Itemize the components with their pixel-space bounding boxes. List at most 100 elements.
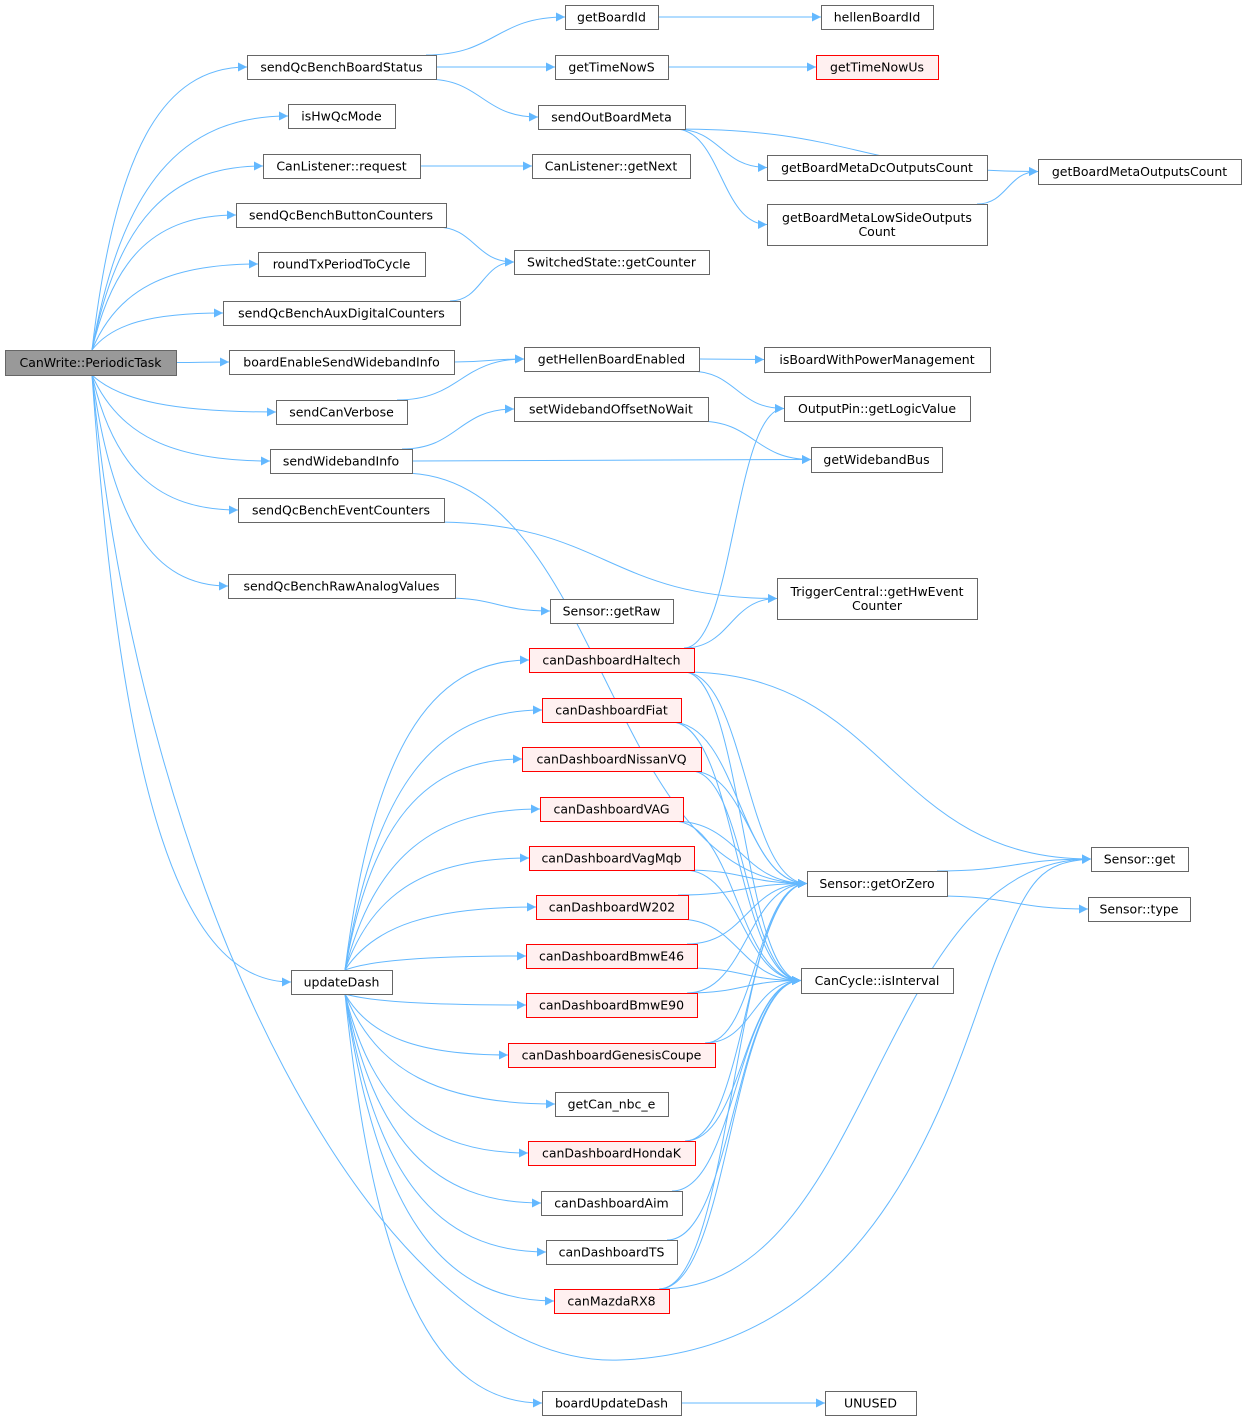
node-canListenerRequest[interactable]: CanListener::request	[263, 154, 421, 179]
edge-root-to-roundTxPeriodToCycle	[91, 259, 259, 351]
edge-sensorGetOrZero-to-sensorGet	[936, 854, 1092, 872]
node-canDashboardHondaK[interactable]: canDashboardHondaK	[528, 1141, 696, 1166]
node-label: sendQcBenchBoardStatus	[260, 60, 422, 75]
edge-canDashboardBmwE46-to-sensorGetOrZero	[686, 879, 808, 945]
node-label: isHwQcMode	[301, 109, 382, 124]
node-isHwQcMode[interactable]: isHwQcMode	[288, 104, 396, 129]
node-box	[528, 1141, 696, 1166]
node-isBoardWithPowerManagement[interactable]: isBoardWithPowerManagement	[764, 347, 991, 373]
node-sensorGetOrZero[interactable]: Sensor::getOrZero	[807, 871, 948, 897]
node-canDashboardBmwE90[interactable]: canDashboardBmwE90	[526, 993, 698, 1018]
node-label: CanListener::request	[276, 159, 406, 174]
node-canDashboardVagMqb[interactable]: canDashboardVagMqb	[529, 846, 695, 871]
node-canDashboardNissanVQ[interactable]: canDashboardNissanVQ	[522, 747, 702, 772]
node-getBoardMetaOutputsCount[interactable]: getBoardMetaOutputsCount	[1038, 159, 1242, 185]
node-sendQcBenchEventCounters[interactable]: sendQcBenchEventCounters	[238, 498, 445, 523]
node-label: Sensor::type	[1100, 902, 1179, 917]
node-getWidebandBus[interactable]: getWidebandBus	[811, 447, 943, 473]
node-label: CanWrite::PeriodicTask	[19, 355, 162, 370]
node-canDashboardVAG[interactable]: canDashboardVAG	[540, 797, 684, 822]
edge-updateDash-to-canDashboardHondaK	[344, 993, 529, 1158]
node-canDashboardFiat[interactable]: canDashboardFiat	[542, 698, 682, 723]
node-label: Count	[858, 224, 895, 239]
node-canDashboardHaltech[interactable]: canDashboardHaltech	[529, 648, 695, 673]
node-getTimeNowUs[interactable]: getTimeNowUs	[816, 55, 939, 80]
edge-canDashboardBmwE90-to-canCycleIsInterval	[686, 976, 802, 994]
node-outputPinGetLogicValue[interactable]: OutputPin::getLogicValue	[784, 396, 971, 422]
node-getBoardId[interactable]: getBoardId	[565, 5, 659, 30]
edge-canDashboardVAG-to-canCycleIsInterval	[672, 820, 802, 985]
node-box	[236, 203, 447, 228]
node-label: Sensor::getOrZero	[819, 876, 934, 891]
node-updateDash[interactable]: updateDash	[291, 970, 393, 995]
node-label: canMazdaRX8	[567, 1294, 655, 1309]
node-sendWidebandInfo[interactable]: sendWidebandInfo	[270, 449, 413, 474]
node-label: CanListener::getNext	[545, 159, 678, 174]
node-label: sendCanVerbose	[289, 405, 394, 420]
node-getTimeNowS[interactable]: getTimeNowS	[555, 55, 669, 80]
node-box	[238, 498, 445, 523]
node-label: getTimeNowUs	[830, 60, 924, 75]
edge-canDashboardGenesisCoupe-to-canCycleIsInterval	[704, 976, 802, 1044]
node-getBoardMetaDcOutputsCount[interactable]: getBoardMetaDcOutputsCount	[767, 155, 988, 181]
node-sendQcBenchAuxDigitalCounters[interactable]: sendQcBenchAuxDigitalCounters	[223, 301, 461, 326]
node-roundTxPeriodToCycle[interactable]: roundTxPeriodToCycle	[258, 252, 426, 277]
node-box	[1088, 897, 1191, 922]
node-label: getBoardMetaOutputsCount	[1052, 164, 1227, 179]
node-sensorGet[interactable]: Sensor::get	[1091, 847, 1189, 872]
node-unused[interactable]: UNUSED	[825, 1391, 917, 1416]
node-canDashboardW202[interactable]: canDashboardW202	[536, 895, 689, 920]
node-sendOutBoardMeta[interactable]: sendOutBoardMeta	[538, 105, 686, 130]
node-canDashboardBmwE46[interactable]: canDashboardBmwE46	[526, 944, 698, 969]
edge-updateDash-to-canMazdaRX8	[344, 993, 555, 1306]
node-canMazdaRX8[interactable]: canMazdaRX8	[554, 1289, 670, 1314]
node-root[interactable]: CanWrite::PeriodicTask	[5, 350, 177, 376]
edge-sendWidebandInfo-to-setWidebandOffsetNoWait	[401, 404, 515, 450]
node-sendQcBenchBoardStatus[interactable]: sendQcBenchBoardStatus	[247, 55, 437, 80]
edge-canDashboardW202-to-canCycleIsInterval	[677, 918, 802, 985]
node-sendCanVerbose[interactable]: sendCanVerbose	[276, 400, 408, 425]
node-canListenerGetNext[interactable]: CanListener::getNext	[532, 154, 691, 179]
node-box	[538, 105, 686, 130]
edge-canDashboardHaltech-to-canCycleIsInterval	[683, 671, 802, 985]
node-label: canDashboardW202	[549, 900, 676, 915]
node-hellenBoardId[interactable]: hellenBoardId	[821, 5, 934, 30]
node-sendQcBenchRawAnalogValues[interactable]: sendQcBenchRawAnalogValues	[228, 574, 456, 599]
node-label: canDashboardHondaK	[542, 1146, 682, 1161]
node-getHellenBoardEnabled[interactable]: getHellenBoardEnabled	[524, 347, 700, 372]
node-label: getHellenBoardEnabled	[538, 352, 685, 367]
node-label: Sensor::get	[1104, 852, 1176, 867]
node-boardUpdateDash[interactable]: boardUpdateDash	[542, 1391, 682, 1416]
node-box	[276, 400, 408, 425]
node-box	[816, 55, 939, 80]
edge-updateDash-to-canDashboardBmwE90	[344, 993, 527, 1010]
node-box	[229, 350, 455, 375]
node-setWidebandOffsetNoWait[interactable]: setWidebandOffsetNoWait	[514, 397, 709, 422]
node-box	[5, 350, 177, 376]
node-sendQcBenchButtonCounters[interactable]: sendQcBenchButtonCounters	[236, 203, 447, 228]
node-canDashboardGenesisCoupe[interactable]: canDashboardGenesisCoupe	[508, 1043, 716, 1068]
node-label: roundTxPeriodToCycle	[273, 257, 411, 272]
node-box	[270, 449, 413, 474]
node-canDashboardTS[interactable]: canDashboardTS	[546, 1240, 678, 1265]
node-canDashboardAim[interactable]: canDashboardAim	[541, 1191, 683, 1216]
node-box	[536, 895, 689, 920]
node-boardEnableSendWidebandInfo[interactable]: boardEnableSendWidebandInfo	[229, 350, 455, 375]
node-getCanNbcE[interactable]: getCan_nbc_e	[555, 1092, 669, 1117]
node-sensorGetRaw[interactable]: Sensor::getRaw	[550, 599, 674, 624]
edge-sendOutBoardMeta-to-getBoardMetaLowSideOutputsCount	[674, 128, 768, 229]
edge-root-to-sendQcBenchAuxDigitalCounters	[91, 308, 224, 351]
edge-canDashboardHaltech-to-outputPinGetLogicValue	[683, 404, 785, 649]
edge-updateDash-to-getCanNbcE	[344, 993, 556, 1109]
node-canCycleIsInterval[interactable]: CanCycle::isInterval	[801, 968, 954, 994]
node-sensorType[interactable]: Sensor::type	[1088, 897, 1191, 922]
node-box	[554, 1289, 670, 1314]
node-switchedStateGetCounter[interactable]: SwitchedState::getCounter	[514, 250, 710, 275]
node-box	[526, 944, 698, 969]
node-box	[508, 1043, 716, 1068]
node-box	[821, 5, 934, 30]
node-box	[228, 574, 456, 599]
